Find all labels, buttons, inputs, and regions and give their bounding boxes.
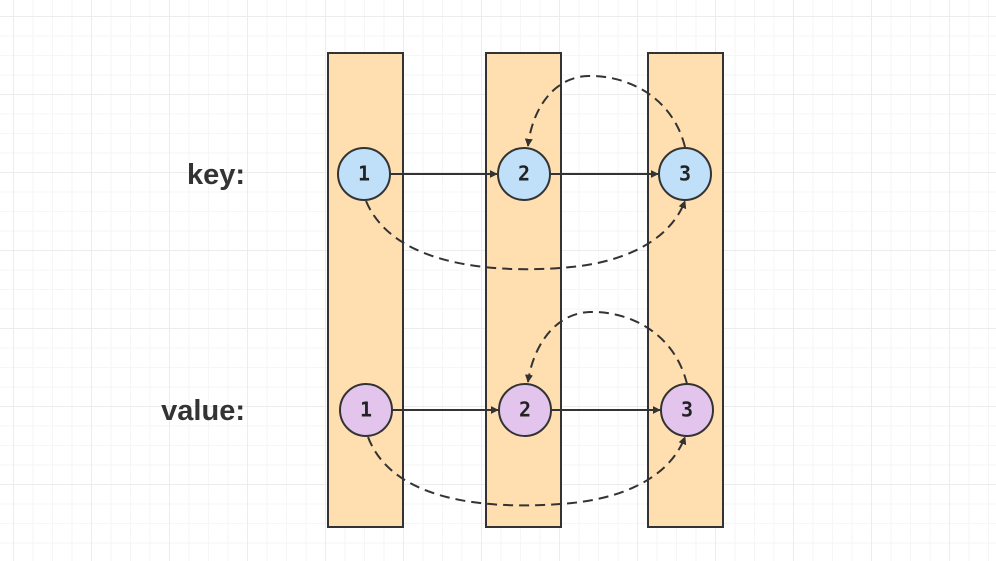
key-dashed-edge-1-to-3 xyxy=(365,200,687,271)
value-node-2: 2 xyxy=(498,383,552,437)
key-node-3-label: 3 xyxy=(679,162,691,186)
key-row-label: key: xyxy=(186,159,245,191)
value-node-3-label: 3 xyxy=(681,398,693,422)
bucket-column-1 xyxy=(327,52,404,528)
bucket-column-3 xyxy=(647,52,724,528)
key-node-2: 2 xyxy=(497,147,551,201)
value-node-2-label: 2 xyxy=(519,398,531,422)
bucket-column-2 xyxy=(485,52,562,528)
value-dashed-edge-3-to-2 xyxy=(525,310,688,385)
key-node-1: 1 xyxy=(337,147,391,201)
key-node-3: 3 xyxy=(658,147,712,201)
key-dashed-edge-3-to-2 xyxy=(524,74,686,148)
value-node-1: 1 xyxy=(339,383,393,437)
key-node-1-label: 1 xyxy=(358,162,370,186)
key-node-2-label: 2 xyxy=(518,162,530,186)
value-node-3: 3 xyxy=(660,383,714,437)
value-row-label: value: xyxy=(161,395,245,427)
value-node-1-label: 1 xyxy=(360,398,372,422)
value-dashed-edge-1-to-3 xyxy=(367,436,687,507)
